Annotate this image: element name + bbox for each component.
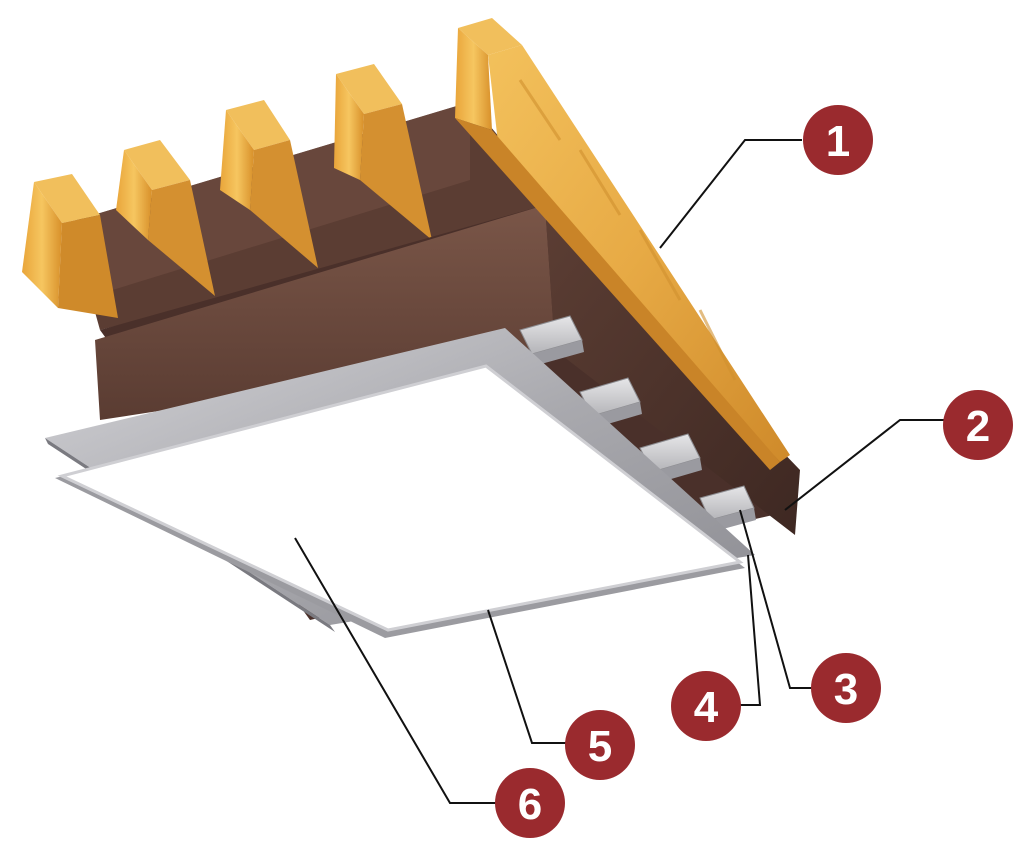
callout-badge-2: 2 [943,390,1013,460]
callout-badge-1: 1 [803,105,873,175]
svg-text:5: 5 [588,722,612,771]
leader-lines [294,139,945,804]
joist-1 [22,174,118,318]
leader-line-1 [659,139,802,249]
joist-4 [334,64,432,240]
joist-long [455,18,790,470]
svg-text:6: 6 [518,780,542,829]
ceiling-board [55,364,745,638]
lath-1 [519,315,584,366]
callout-badge-4: 4 [671,671,741,741]
leader-line-6 [294,537,498,804]
svg-text:2: 2 [966,402,990,451]
svg-text:1: 1 [826,117,850,166]
joist-2 [116,140,215,296]
callout-badge-5: 5 [565,710,635,780]
leader-line-5 [487,609,570,744]
leader-line-2 [784,419,945,511]
leader-line-3 [739,509,815,689]
svg-text:3: 3 [834,665,858,714]
svg-text:4: 4 [694,683,719,732]
joist-3 [220,100,318,268]
callout-badge-6: 6 [495,768,565,838]
callout-badge-3: 3 [811,653,881,723]
leader-line-4 [738,554,762,706]
